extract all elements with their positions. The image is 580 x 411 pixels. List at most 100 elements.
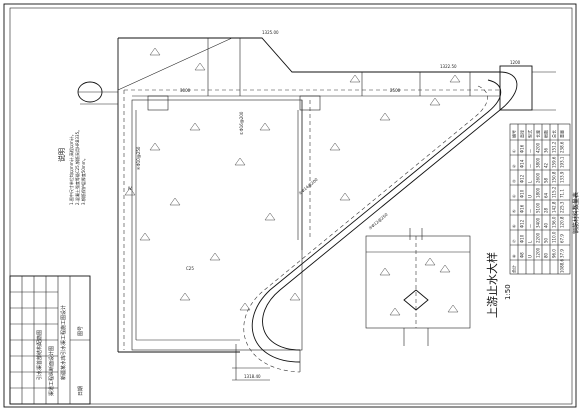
table-cell: 151.2	[552, 141, 557, 153]
table-cell: Φ10	[520, 189, 525, 198]
title-line3: 引水渠首部结构配筋图	[36, 330, 43, 380]
inner-block	[131, 99, 303, 351]
zone-iv: Ⅳ	[128, 186, 132, 191]
table-header-cell: 总长	[551, 130, 557, 138]
notes-line3: 3.钢筋保护层厚度50mm。	[80, 156, 86, 205]
table-cell: ③	[512, 179, 517, 183]
table-cell: 225.3	[560, 201, 565, 213]
rebar-label-4: ④Φ10@250	[136, 146, 141, 170]
dim-b: 2500	[390, 88, 401, 93]
notes-line2: 2.混凝土强度等级C25,钢筋采用HRB335。	[74, 128, 80, 205]
table-cell: —	[528, 209, 533, 213]
table-cell: ④	[512, 194, 517, 198]
dim-c: 1200	[510, 60, 521, 65]
table-cell: 2600	[536, 172, 541, 183]
aggregate-symbols	[124, 47, 461, 311]
table-cell: 136.0	[552, 216, 557, 228]
table-cell: 3800	[536, 157, 541, 168]
table-cell: —	[528, 224, 533, 228]
table-cell: 1200	[536, 247, 541, 258]
table-cell: ⑥	[512, 224, 517, 228]
table-cell: 3400	[536, 217, 541, 228]
table-cell: 58	[544, 177, 549, 183]
table-cell: 1800	[536, 187, 541, 198]
detail-scale: 1:50	[504, 284, 512, 300]
title-line2: 渠道工程纵断面设计图	[48, 346, 55, 396]
table-cell: 142.8	[552, 201, 557, 213]
table-cell: 4200	[536, 142, 541, 153]
title-line5: 日期	[78, 386, 84, 396]
table-cell: U	[528, 195, 533, 198]
table-cell: 238.6	[560, 141, 565, 153]
table-cell: 193.1	[560, 156, 565, 168]
table-cell: —	[528, 164, 533, 168]
table-cell: Φ14	[520, 159, 525, 168]
table-cell: ⑧	[512, 254, 517, 258]
table-cell: ②	[512, 164, 517, 168]
table-cell: 133.9	[560, 171, 565, 183]
rebar-table	[509, 123, 571, 275]
table-cell: 115.2	[552, 186, 557, 198]
table-cell: 28	[544, 207, 549, 213]
table-cell: Φ12	[520, 219, 525, 228]
table-header-cell: 重量	[559, 130, 565, 138]
table-cell: L	[528, 240, 533, 243]
table-cell: ⑤	[512, 209, 517, 213]
table-header-cell: 直径	[519, 130, 525, 138]
elevation-bottom: 1318.40	[244, 374, 261, 379]
inner-frame	[9, 7, 573, 405]
rebar-label-2: ②Φ14@200	[297, 177, 319, 196]
notes-line1: 1.图中尺寸单位均以mm计,高程以m计。	[68, 132, 74, 205]
title-block: 新疆某水库引水渠工程施工图设计 渠道工程纵断面设计图 引水渠首部结构配筋图 图号…	[9, 275, 91, 405]
table-header-cell: 长度	[535, 130, 541, 138]
notes-heading: 说明	[57, 148, 66, 162]
table-cell: 67.9	[560, 234, 565, 243]
table-header-cell: 型式	[527, 130, 533, 138]
table-cell: 150.8	[552, 171, 557, 183]
table-cell: ①	[512, 149, 517, 153]
table-cell: 64	[544, 192, 549, 198]
right-abutment	[499, 65, 533, 111]
rebar-label-3: ③Φ12@250	[367, 212, 389, 231]
table-cell: —	[528, 149, 533, 153]
table-header-cell: 根数	[543, 130, 549, 138]
table-cell: ⑦	[512, 239, 517, 243]
table-cell: 120.8	[560, 216, 565, 228]
table-cell: 110.0	[552, 231, 557, 243]
table-cell: 5100	[536, 202, 541, 213]
main-structure	[77, 37, 556, 381]
rebar-label-1: ①Φ16@200	[239, 111, 244, 135]
outer-frame	[3, 3, 577, 408]
zone-label: C25	[186, 266, 194, 271]
table-cell: 合计	[511, 265, 517, 273]
channel-outer	[262, 71, 518, 351]
dim-a: 3000	[180, 88, 191, 93]
table-cell: 1088.6	[560, 259, 565, 273]
elevation-top: 1325.00	[262, 30, 279, 35]
top-edge	[118, 37, 500, 73]
table-cell: 42	[544, 162, 549, 168]
table-header-cell: 编号	[511, 130, 517, 138]
title-line1: 新疆某水库引水渠工程施工图设计	[60, 305, 67, 380]
table-cell: 159.6	[552, 156, 557, 168]
rebar-table-title: 钢筋材料数量表	[572, 192, 580, 234]
table-cell: Φ16	[520, 144, 525, 153]
notes-block: 说明 1.图中尺寸单位均以mm计,高程以m计。 2.混凝土强度等级C25,钢筋采…	[57, 128, 86, 205]
elevation-mid: 1322.50	[440, 64, 457, 69]
table-cell: L	[528, 180, 533, 183]
table-cell: Φ12	[520, 174, 525, 183]
detail-title: 上游止水大样	[485, 252, 499, 318]
main-labels: 1325.00 1322.50 1318.40 3000 2500 1200 ①…	[128, 30, 521, 379]
table-cell: Φ10	[520, 234, 525, 243]
table-cell: U	[528, 255, 533, 258]
table-cell: 40	[544, 222, 549, 228]
table-cell: 71.1	[560, 189, 565, 198]
table-cell: 50	[544, 237, 549, 243]
table-cell: Φ8	[520, 252, 525, 258]
table-cell: 96.0	[552, 249, 557, 258]
table-cell: Φ16	[520, 204, 525, 213]
table-cell: 36	[544, 147, 549, 153]
